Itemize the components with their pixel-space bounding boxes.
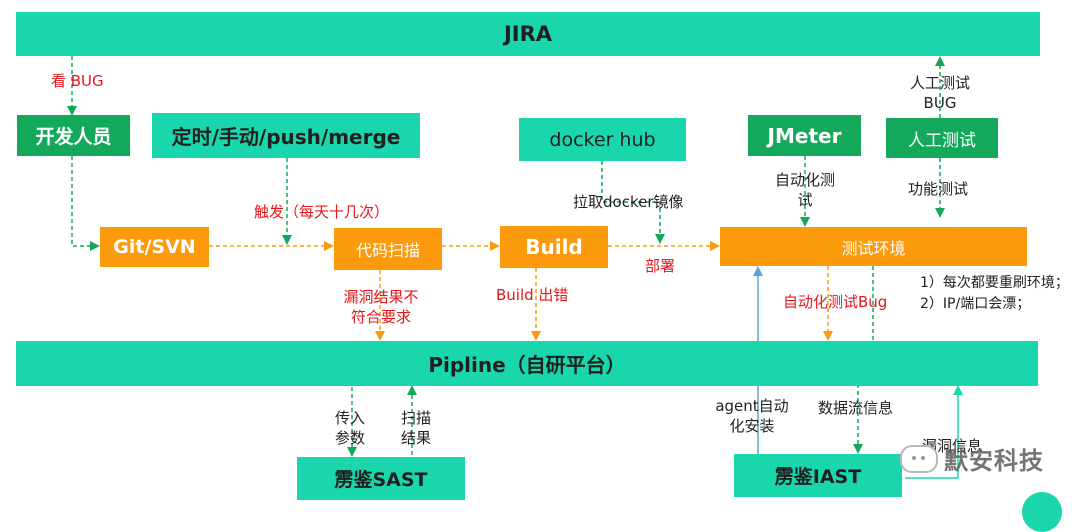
label-scan-result-line1: 扫描 — [400, 409, 431, 427]
corner-circle — [1022, 492, 1062, 532]
iast-node: 雳鉴IAST — [734, 454, 902, 497]
label-auto-test-line2: 试 — [797, 191, 813, 209]
label-note-1: 1）每次都要重刷环境； — [920, 275, 1069, 291]
arrow-dev-to-git — [71, 156, 100, 251]
pipeline-bar: Pipline（自研平台） — [16, 341, 1038, 386]
jira-bar: JIRA — [16, 12, 1040, 56]
label-pass-params-line2: 参数 — [334, 429, 365, 447]
git-svn-node: Git/SVN — [100, 227, 209, 267]
label-deploy: 部署 — [645, 257, 676, 275]
code-scan-node: 代码扫描 — [334, 228, 442, 270]
label-trigger-freq: 触发（每天十几次） — [254, 203, 390, 221]
dev-node: 开发人员 — [17, 115, 130, 156]
jmeter-node: JMeter — [748, 115, 861, 156]
arrow-dockerhub-pull — [601, 161, 665, 244]
trigger-node: 定时/手动/push/merge — [152, 113, 420, 158]
label-func-test: 功能测试 — [908, 180, 969, 198]
label-view-bug: 看 BUG — [51, 72, 104, 90]
wechat-icon — [900, 444, 938, 473]
label-vuln-fail-line1: 漏洞结果不 — [343, 288, 419, 306]
label-agent-line1: agent自动 — [715, 397, 789, 415]
label-agent: agent自动 化安装 — [706, 396, 798, 436]
label-auto-test: 自动化测 试 — [770, 170, 840, 210]
test-env-node: 测试环境 — [720, 227, 1027, 266]
label-vuln-fail-line2: 符合要求 — [350, 308, 411, 326]
arrow-iast-vuln — [905, 385, 963, 479]
watermark: 默安科技 — [900, 441, 1044, 476]
label-vuln-fail: 漏洞结果不 符合要求 — [335, 287, 427, 327]
label-dataflow: 数据流信息 — [818, 399, 894, 417]
label-auto-test-bug: 自动化测试Bug — [783, 293, 888, 311]
label-scan-result-line2: 结果 — [400, 429, 431, 447]
label-vuln-info: 漏洞信息 — [922, 437, 983, 455]
dockerhub-node: docker hub — [519, 118, 686, 161]
label-auto-test-line1: 自动化测 — [774, 171, 835, 189]
sast-node: 雳鉴SAST — [297, 457, 465, 500]
label-pass-params: 传入 参数 — [328, 408, 372, 448]
label-note-2: 2）IP/端口会漂； — [920, 296, 1031, 312]
label-build-error: Build 出错 — [496, 286, 569, 304]
label-manual-bug: 人工测试 BUG — [902, 73, 978, 113]
label-pull-image: 拉取docker镜像 — [573, 193, 684, 211]
label-manual-bug-line1: 人工测试 — [909, 74, 970, 92]
build-node: Build — [500, 226, 608, 268]
label-manual-bug-line2: BUG — [923, 94, 957, 112]
manual-test-node: 人工测试 — [886, 118, 998, 158]
label-scan-result: 扫描 结果 — [394, 408, 438, 448]
label-agent-line2: 化安装 — [729, 417, 775, 435]
label-pass-params-line1: 传入 — [334, 409, 365, 427]
watermark-text: 默安科技 — [944, 447, 1044, 475]
